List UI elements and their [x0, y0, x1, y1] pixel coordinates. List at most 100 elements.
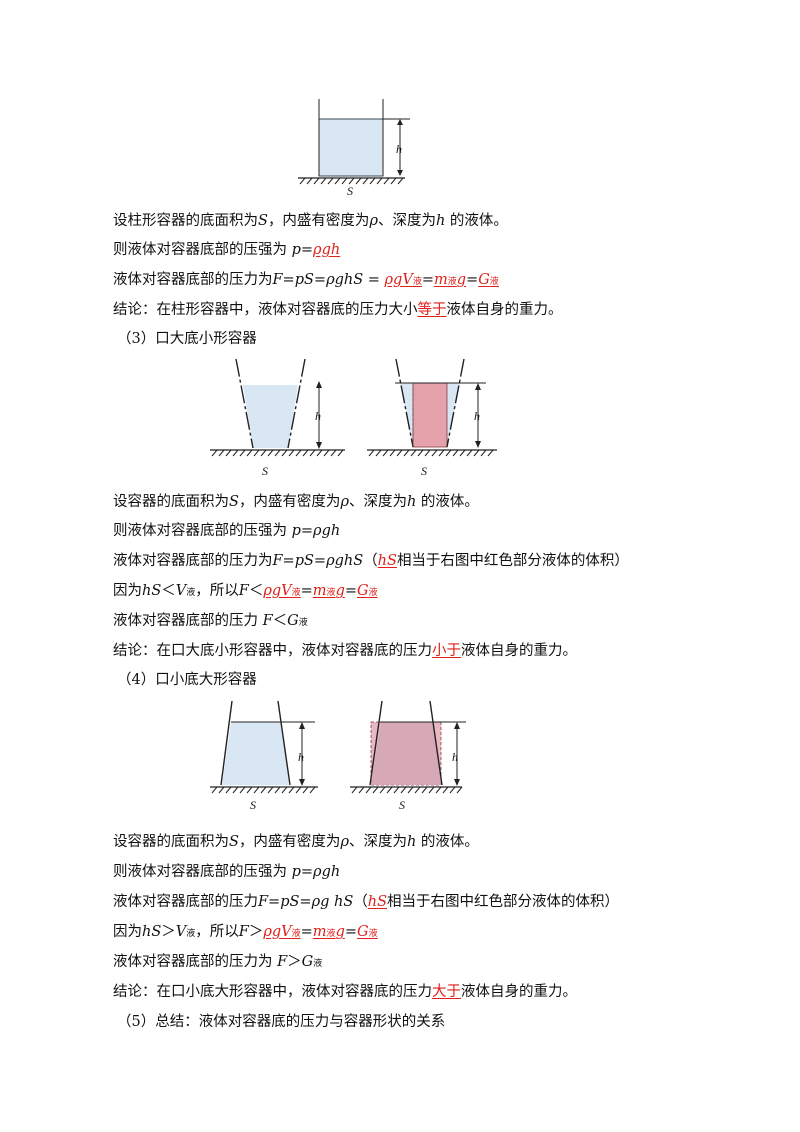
text: 液体对容器底部的压力: [113, 613, 263, 629]
ground-hatch: [351, 786, 463, 794]
text: 则液体对容器底部的压强为: [113, 242, 292, 258]
section4-line-5: 液体对容器底部的压力为 F＞G液: [113, 952, 322, 974]
height-label: h: [474, 409, 480, 423]
var: S: [229, 834, 239, 850]
text: 液体自身的重力。: [446, 302, 563, 318]
eq: =: [344, 583, 358, 599]
area-label: S: [262, 464, 268, 478]
answer-blank: g: [335, 924, 345, 940]
eq: =: [300, 583, 313, 599]
subscript: 液: [326, 929, 336, 939]
subscript: 液: [326, 588, 336, 598]
text: 则液体对容器底部的压强为: [113, 523, 292, 539]
ground-hatch: [368, 449, 494, 457]
subscript: 液: [368, 588, 378, 598]
section3-line-4: 因为hS＜V液，所以F＜ρgV液=m液g=G液: [113, 581, 378, 603]
answer-blank: ρgV: [263, 583, 292, 599]
section4-line-1: 设容器的底面积为S，内盛有密度为ρ、深度为h 的液体。: [113, 832, 479, 852]
figure-narrow-mouth-container: h S h S: [210, 700, 466, 812]
var: ρ: [340, 494, 349, 510]
var: S: [229, 494, 239, 510]
var: h: [435, 213, 446, 229]
subscript: 液: [489, 277, 499, 287]
answer-blank: ρgV: [263, 924, 292, 940]
text: 的液体。: [445, 213, 508, 229]
subscript: 液: [313, 959, 323, 969]
liquid-fill: [371, 722, 441, 785]
subscript: 液: [298, 618, 308, 628]
text: 液体自身的重力。: [461, 984, 577, 1000]
subscript: 液: [291, 588, 301, 598]
text: 、深度为: [348, 834, 407, 850]
var: F: [277, 954, 288, 970]
text: ，内盛有密度为: [267, 213, 370, 229]
op: ＜: [272, 613, 288, 629]
answer-blank: hS: [367, 894, 388, 910]
formula: F=pS=ρghS =: [272, 272, 380, 288]
eq: =: [466, 272, 479, 288]
subscript: 液: [447, 277, 457, 287]
text: （: [353, 894, 368, 910]
ground-hatch: [211, 786, 316, 794]
var: V: [175, 583, 187, 599]
formula: F=pS=ρghS: [272, 553, 364, 569]
var: hS: [142, 924, 162, 940]
var: V: [175, 924, 187, 940]
text: ，所以: [195, 924, 239, 940]
answer-blank: ρgh: [313, 242, 341, 258]
liquid-fill: [318, 118, 384, 177]
section3-conclusion: 结论：在口大底小形容器中，液体对容器底的压力小于液体自身的重力。: [113, 641, 577, 661]
text: 液体对容器底部的压力为: [113, 954, 278, 970]
liquid-fill: [222, 722, 289, 785]
area-label: S: [421, 464, 427, 478]
text: 液体对容器底部的压力为: [113, 272, 273, 288]
text: ，所以: [195, 583, 239, 599]
equivalent-column-highlight: [412, 382, 448, 448]
var: hS: [142, 583, 162, 599]
section5-heading: （5）总结：液体对容器底的压力与容器形状的关系: [117, 1014, 446, 1030]
cylinder-line-3: 液体对容器底部的压力为F=pS=ρghS = ρgV液=m液g=G液: [113, 270, 499, 292]
var: h: [406, 494, 417, 510]
height-label: h: [396, 142, 402, 156]
text: 设柱形容器的底面积为: [113, 213, 258, 229]
cylinder-conclusion: 结论：在柱形容器中，液体对容器底的压力大小等于液体自身的重力。: [113, 300, 563, 320]
section3-line-1: 设容器的底面积为S，内盛有密度为ρ、深度为h 的液体。: [113, 492, 479, 512]
text: ，内盛有密度为: [238, 494, 341, 510]
answer-blank: g: [335, 583, 345, 599]
var: F: [262, 613, 273, 629]
section3-heading: （3）口大底小形容器: [117, 331, 257, 347]
text: 液体自身的重力。: [461, 643, 577, 659]
answer-blank: G: [357, 924, 369, 940]
liquid-fill: [243, 385, 298, 448]
text: 、深度为: [348, 494, 407, 510]
subscript: 液: [368, 929, 378, 939]
section4-line-3: 液体对容器底部的压力F=pS=ρg hS（hS相当于右图中红色部分液体的体积）: [113, 892, 619, 912]
text: 结论：在口大底小形容器中，液体对容器底的压力: [113, 643, 432, 659]
cylinder-line-1: 设柱形容器的底面积为S，内盛有密度为ρ、深度为h 的液体。: [113, 211, 508, 231]
eq: =: [344, 924, 358, 940]
var: G: [287, 613, 299, 629]
answer-blank: g: [456, 272, 467, 288]
height-label: h: [315, 409, 321, 423]
area-label: S: [347, 184, 353, 198]
text: 则液体对容器底部的压强为: [113, 864, 292, 880]
text: 结论：在柱形容器中，液体对容器底的压力大小: [113, 302, 418, 318]
subscript: 液: [291, 929, 301, 939]
answer-blank: ρgV: [384, 272, 413, 288]
op: ＞: [248, 924, 264, 940]
section4-line-2: 则液体对容器底部的压强为 p=ρgh: [113, 862, 340, 882]
section3-line-2: 则液体对容器底部的压强为 p=ρgh: [113, 521, 340, 541]
section4-conclusion: 结论：在口小底大形容器中，液体对容器底的压力大于液体自身的重力。: [113, 982, 577, 1002]
figure-cylinder-container: h S: [298, 99, 410, 198]
formula: p=: [291, 242, 314, 258]
var: ρ: [369, 213, 378, 229]
answer-blank: 大于: [432, 984, 461, 1000]
formula: F=pS=ρg hS: [258, 894, 354, 910]
answer-blank: 等于: [417, 302, 447, 318]
op: ＞: [287, 954, 302, 970]
answer-blank: m: [312, 583, 327, 599]
text: 液体对容器底部的压力: [113, 894, 258, 910]
text: 因为: [113, 924, 142, 940]
cylinder-line-2: 则液体对容器底部的压强为 p=ρgh: [113, 240, 340, 260]
text: 设容器的底面积为: [113, 494, 229, 510]
